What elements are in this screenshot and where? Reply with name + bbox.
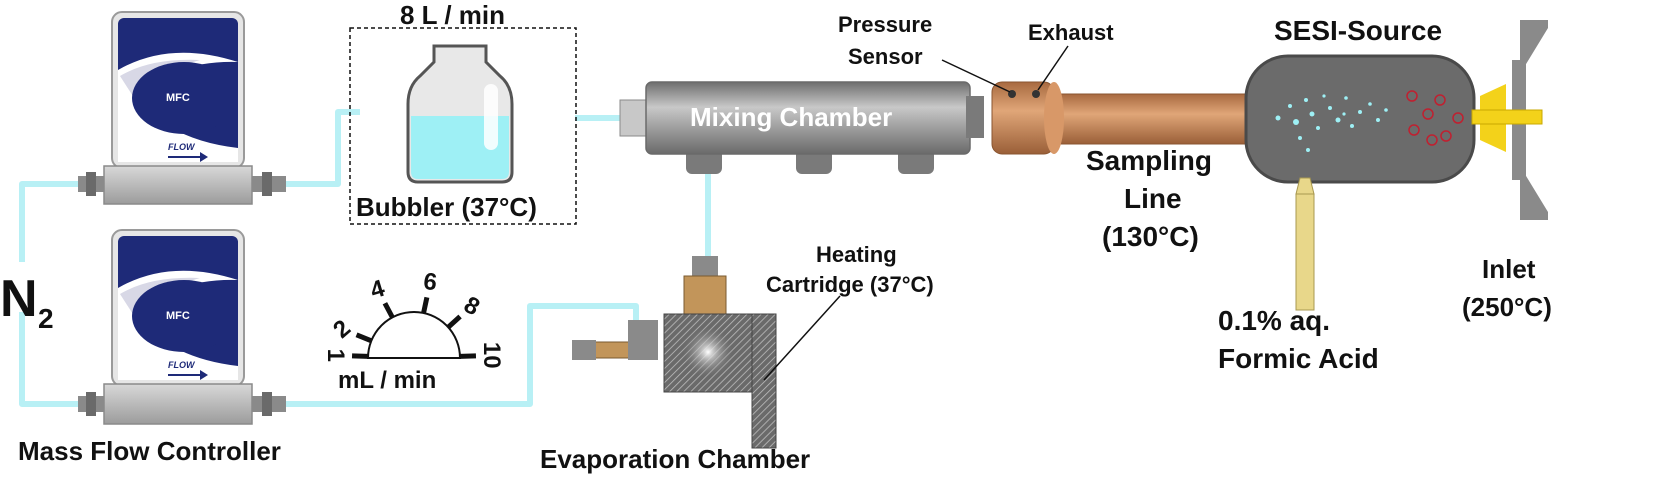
flow-dial-tick	[421, 296, 430, 314]
flow-dial-tick	[382, 302, 395, 319]
bubbler-frame	[349, 27, 577, 225]
evaporation-chamber	[572, 256, 777, 449]
mfc2-to-evap-tube	[286, 303, 639, 407]
heating-cartridge-pointer	[763, 295, 841, 381]
mfc2-label: MFC	[166, 310, 190, 322]
n2-subscript: 2	[38, 303, 54, 334]
ms-inlet	[1471, 20, 1548, 220]
inlet-label-1: Inlet	[1482, 254, 1536, 284]
mfc1-label: MFC	[166, 92, 190, 104]
exhaust-label: Exhaust	[1028, 20, 1114, 45]
flow-dial-tick	[351, 353, 369, 359]
bubbler-flow-rate: 8 L / min	[400, 0, 505, 30]
mass-flow-controller-label: Mass Flow Controller	[18, 436, 281, 466]
pressure-sensor-pointer	[941, 59, 1011, 93]
sampling-line-label-2: Line	[1124, 183, 1182, 214]
heating-cartridge-label-2: Cartridge (37°C)	[766, 272, 934, 297]
flow-dial-unit: mL / min	[338, 367, 436, 394]
evaporation-chamber-label: Evaporation Chamber	[540, 444, 810, 474]
mfc1-flow-arrow-icon	[168, 152, 208, 162]
electrospray-droplets	[1275, 94, 1388, 152]
sesi-source-label: SESI-Source	[1274, 15, 1442, 46]
inlet-label-2: (250°C)	[1462, 292, 1552, 322]
sampling-line-label-3: (130°C)	[1102, 221, 1199, 252]
mfc2-flow-label: FLOW	[168, 360, 196, 370]
sampling-line	[1049, 93, 1271, 145]
formic-acid-label-2: Formic Acid	[1218, 343, 1379, 374]
flow-dial-tick-label: 2	[328, 315, 356, 344]
flow-dial-tick-label: 10	[478, 342, 505, 369]
mfc1-flow-label: FLOW	[168, 142, 196, 152]
pressure-exhaust-block	[991, 81, 1064, 155]
mass-flow-controller-2: MFC FLOW	[78, 229, 286, 425]
flow-dial: 1 24 68 10 mL / min	[322, 268, 505, 394]
flow-dial-tick	[446, 314, 462, 330]
exhaust-port-icon	[1032, 90, 1040, 98]
n2-feed-tube-upper	[19, 181, 80, 262]
tubing	[19, 109, 711, 407]
bubbler: 8 L / min Bubbler (37°C)	[349, 0, 577, 225]
mixing-chamber: Mixing Chamber	[619, 81, 984, 174]
n2-feed-tube-lower	[19, 312, 80, 407]
flow-dial-tick	[459, 353, 477, 359]
n2-text: N	[0, 270, 38, 328]
flow-dial-tick-label: 4	[367, 275, 388, 305]
mfc2-flow-arrow-icon	[168, 370, 208, 380]
mfc1-to-bubbler-tube	[286, 109, 360, 187]
pressure-sensor-label-1: Pressure	[838, 12, 932, 37]
flow-dial-tick-label: 6	[422, 268, 439, 296]
mass-flow-controller-1: MFC FLOW	[78, 11, 286, 205]
exhaust-pointer	[1037, 45, 1069, 91]
pressure-sensor-label-2: Sensor	[848, 44, 923, 69]
heating-cartridge-label-1: Heating	[816, 242, 897, 267]
mixing-chamber-label: Mixing Chamber	[690, 102, 892, 132]
sesi-source	[1244, 54, 1476, 184]
flow-dial-face	[366, 311, 462, 359]
positive-ions	[1406, 90, 1464, 146]
formic-acid-emitter	[1295, 177, 1315, 311]
sampling-line-label-1: Sampling	[1086, 145, 1212, 176]
bubbler-label: Bubbler (37°C)	[356, 192, 537, 222]
flow-dial-tick-label: 8	[459, 291, 484, 321]
n2-label: N 2	[0, 270, 54, 334]
flow-dial-tick	[355, 332, 373, 344]
flow-dial-tick-label: 1	[322, 349, 349, 362]
formic-acid-label-1: 0.1% aq.	[1218, 305, 1330, 336]
